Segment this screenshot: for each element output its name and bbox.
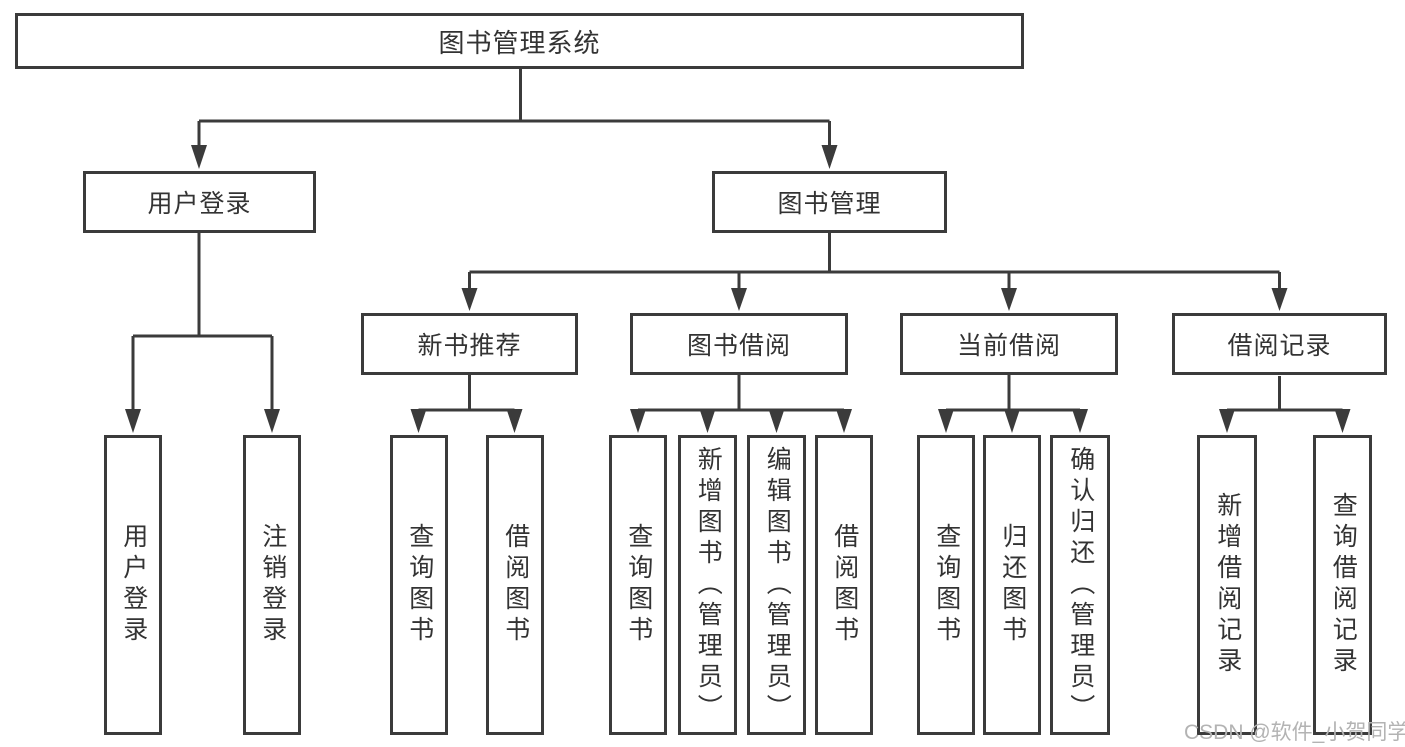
leaf-label: 新增借阅记录 — [1213, 492, 1242, 678]
leaf-borrow-books-recommend: 借阅图书 — [486, 435, 544, 735]
node-user-login: 用户登录 — [83, 171, 316, 233]
leaf-query-books-current: 查询图书 — [917, 435, 975, 735]
leaf-label: 查询借阅记录 — [1329, 492, 1358, 678]
leaf-add-book-admin: 新增图书（管理员） — [678, 435, 737, 735]
csdn-watermark: CSDN @软件_小贺同学 — [1184, 721, 1405, 744]
leaf-logout: 注销登录 — [243, 435, 301, 735]
node-label: 借阅记录 — [1227, 332, 1332, 360]
node-label: 当前借阅 — [956, 332, 1061, 360]
node-new-book-recommend: 新书推荐 — [361, 313, 578, 375]
leaf-label: 注销登录 — [258, 523, 287, 647]
leaf-label: 查询图书 — [405, 523, 434, 647]
leaf-label: 查询图书 — [932, 523, 961, 647]
leaf-label: 归还图书 — [998, 523, 1027, 647]
leaf-edit-book-admin: 编辑图书（管理员） — [747, 435, 806, 735]
node-label: 新书推荐 — [417, 332, 522, 360]
node-label: 图书借阅 — [686, 332, 791, 360]
leaf-label: 借阅图书 — [501, 523, 530, 647]
leaf-query-borrow-record: 查询借阅记录 — [1313, 435, 1372, 735]
leaf-label: 用户登录 — [119, 523, 148, 647]
leaf-query-books-recommend: 查询图书 — [390, 435, 448, 735]
leaf-user-login: 用户登录 — [104, 435, 162, 735]
leaf-label: 查询图书 — [624, 523, 653, 647]
node-book-management: 图书管理 — [712, 171, 947, 233]
node-book-borrow: 图书借阅 — [630, 313, 848, 375]
node-current-borrow: 当前借阅 — [900, 313, 1118, 375]
leaf-confirm-return-admin: 确认归还（管理员） — [1050, 435, 1110, 735]
node-label: 用户登录 — [147, 190, 252, 218]
leaf-add-borrow-record: 新增借阅记录 — [1197, 435, 1257, 735]
leaf-label: 确认归还（管理员） — [1066, 445, 1095, 725]
node-label: 图书管理系统 — [438, 27, 601, 58]
node-label: 图书管理 — [777, 190, 882, 218]
leaf-label: 借阅图书 — [830, 523, 859, 647]
leaf-label: 编辑图书（管理员） — [763, 445, 792, 725]
leaf-label: 新增图书（管理员） — [694, 445, 723, 725]
leaf-borrow-books: 借阅图书 — [815, 435, 873, 735]
node-borrow-records: 借阅记录 — [1172, 313, 1387, 375]
leaf-return-books: 归还图书 — [983, 435, 1041, 735]
leaf-query-books-borrow: 查询图书 — [609, 435, 667, 735]
node-library-management-system: 图书管理系统 — [15, 13, 1024, 69]
